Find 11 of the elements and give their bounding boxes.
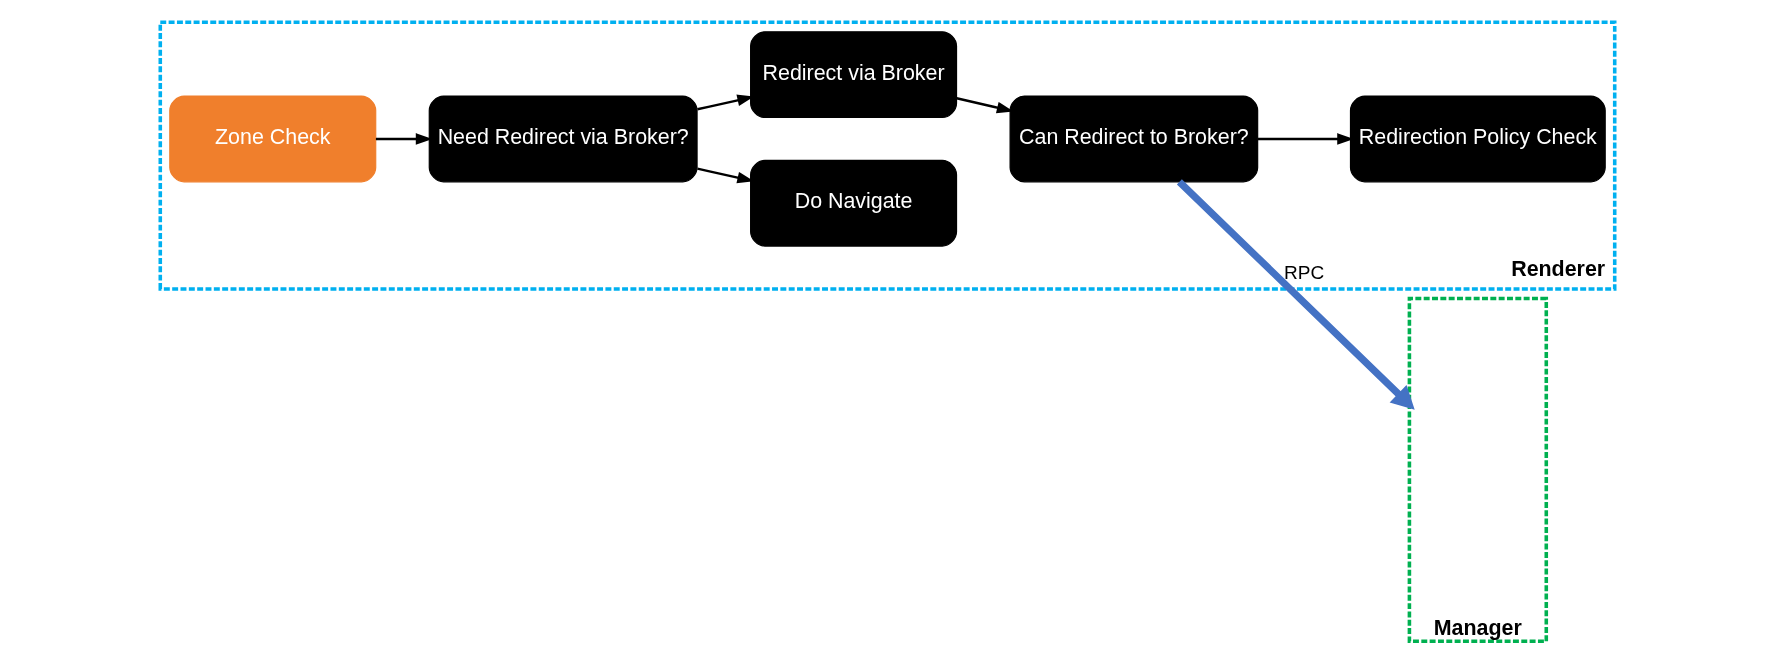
node-box: Zone Check xyxy=(169,95,377,183)
arrow xyxy=(956,97,1014,114)
edge-label: RPC xyxy=(1283,262,1325,284)
node-box: Need Redirect via Broker? xyxy=(428,95,698,183)
node-box: Redirect via Broker xyxy=(750,31,958,119)
node-box: Do Navigate xyxy=(750,159,958,247)
arrow xyxy=(1176,179,1415,410)
arrow xyxy=(375,133,433,145)
node-box: Redirection Policy Check xyxy=(1349,95,1606,183)
node-box: Manager xyxy=(1407,296,1549,643)
node-box: Can Redirect to Broker? xyxy=(1009,95,1259,183)
